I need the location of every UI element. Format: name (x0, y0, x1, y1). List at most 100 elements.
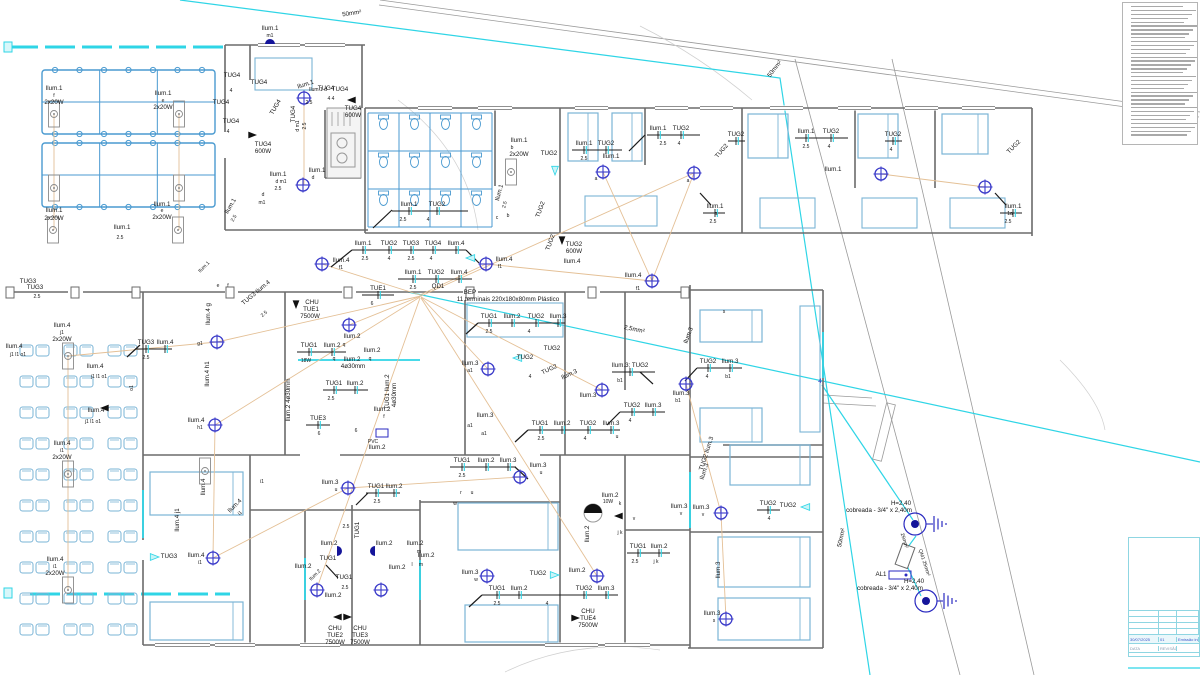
toilet (379, 194, 388, 206)
plan-label: Ilum.3 (580, 392, 597, 399)
chair (107, 375, 122, 388)
plan-label: Ilum.2 (511, 585, 528, 592)
stool (198, 203, 206, 211)
survey-arc (639, 25, 753, 101)
plan-label: TUG1 (481, 313, 498, 320)
notes-panel (1122, 2, 1198, 145)
plan-label: 2.5 (494, 601, 501, 607)
note-line-number (1122, 95, 1123, 96)
bed (567, 112, 599, 162)
plan-label: Ilum.3 (322, 479, 339, 486)
fluorescent-fixture-icon (48, 100, 60, 128)
stool (100, 66, 108, 74)
plan-label: 4 (890, 147, 893, 153)
plan-label: Ilum.2 (308, 568, 322, 582)
plan-label: TUG2 (576, 585, 593, 592)
bed (457, 502, 559, 551)
stool (149, 66, 157, 74)
stool (174, 130, 181, 138)
plan-label: TUG2 (1006, 138, 1023, 155)
plan-label: TUG2 (381, 240, 398, 247)
plan-label: Ilum.1 (405, 269, 422, 276)
plan-label: b1 (617, 378, 623, 384)
plan-label: cobreada - 3/4" x 2,40m (846, 507, 912, 514)
stool (125, 130, 132, 138)
outlet-arrow-icon (464, 254, 476, 262)
window-gap (305, 42, 345, 48)
chair (107, 499, 122, 512)
note-line-number (1122, 127, 1123, 128)
toilet-tank (378, 190, 389, 196)
plan-label: b (511, 145, 514, 151)
plan-label: Ilum.4 (54, 322, 71, 329)
stove-burner (336, 137, 348, 149)
chair (63, 437, 78, 450)
plan-label: TUG2 (566, 241, 583, 248)
feeder-cable (179, 0, 871, 675)
plan-label: Ilum.4 h1 (204, 361, 211, 387)
note-line (1131, 44, 1194, 47)
plan-label: Ilum.2 (344, 356, 361, 363)
plan-label: 6 (318, 431, 321, 437)
plan-label: l (411, 562, 412, 568)
chair (107, 468, 122, 481)
note-line (1131, 99, 1189, 101)
note-line (1131, 68, 1187, 70)
note-line-number (1122, 41, 1123, 42)
plan-label: c (496, 215, 499, 221)
plan-label: 2.5 (632, 559, 639, 565)
plan-label: 2.5 (302, 122, 308, 129)
wall-pier (5, 286, 15, 299)
fluorescent-fixture-icon (175, 184, 183, 192)
outlet-arrow-icon (549, 571, 561, 579)
plan-label: a1 (467, 368, 473, 374)
plan-label: Ilum.1 (576, 140, 593, 147)
plan-label: 2.5 (660, 141, 667, 147)
plan-label: 2,5mm² (623, 324, 645, 335)
note-line-number (1122, 53, 1123, 54)
plan-label: TUE4 (580, 615, 596, 622)
window-gap (905, 105, 938, 111)
circuit-run (316, 297, 421, 589)
equipment-arrow-icon (333, 613, 342, 621)
plan-label: 2x20W (152, 214, 171, 221)
chair (19, 437, 34, 450)
note-line (1131, 48, 1190, 51)
note-line-number (1122, 14, 1123, 15)
stool (51, 66, 59, 74)
note-line-number (1122, 111, 1123, 112)
cyan-post (3, 41, 13, 53)
note-line (1131, 52, 1186, 54)
chair (35, 623, 50, 636)
note-line (1131, 13, 1192, 16)
plan-label: Ilum.3 (530, 462, 547, 469)
note-line (1131, 95, 1193, 97)
toilet (410, 156, 419, 168)
circuit-layer (53, 98, 1007, 620)
plan-label: 4 (629, 418, 632, 424)
window-gap (545, 642, 598, 648)
window-gap (155, 642, 210, 648)
chair (19, 468, 34, 481)
note-line (1131, 9, 1196, 12)
plan-label: Ilum.3 (715, 561, 722, 578)
property-boundary-line (822, 394, 873, 399)
bed (717, 597, 811, 641)
plan-label: w (453, 501, 457, 507)
plan-label: cobreada - 3/4" x 2,40m (857, 585, 923, 592)
plan-label: Ilum.2 (325, 592, 342, 599)
note-line-number (1122, 84, 1123, 85)
plan-label: m (417, 549, 421, 555)
plan-label: Ilum.1 (309, 167, 326, 174)
wall-light-icon (265, 39, 275, 44)
plan-label: 2.5 (538, 436, 545, 442)
plan-label: u (335, 487, 338, 493)
plan-label: TUG2 (624, 402, 641, 409)
note-line-number (1122, 76, 1123, 77)
note-line (1131, 111, 1194, 113)
circuit-run (216, 295, 422, 343)
plan-label: Ilum.1 (707, 203, 724, 210)
wall-pier (587, 286, 597, 299)
note-line-number (1122, 119, 1123, 120)
plan-label: TUG1 (630, 543, 647, 550)
